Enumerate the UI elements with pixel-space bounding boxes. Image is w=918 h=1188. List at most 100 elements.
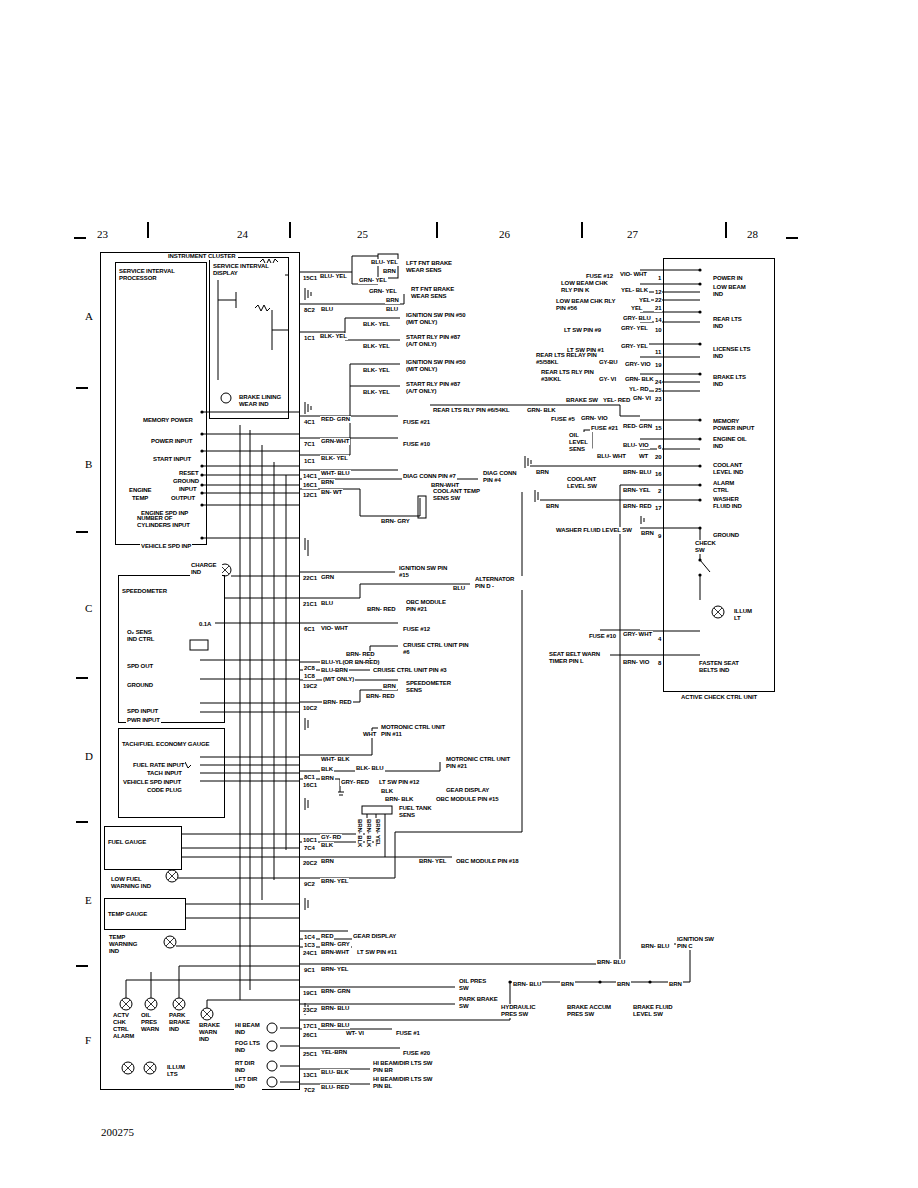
wire-label: BLU- YEL <box>319 273 348 280</box>
label-holder: BRN- YEL <box>320 957 349 975</box>
label-holder: D <box>84 746 94 764</box>
wire-label: WHT- BLU <box>320 470 351 477</box>
box-heading: FUEL GAUGE <box>108 839 146 846</box>
label-holder: BLU- RED <box>320 1075 350 1093</box>
label-holder: 23 <box>96 224 109 242</box>
box-heading: TEMP GAUGE <box>108 911 147 918</box>
label-holder: FASTEN SEAT BELTS IND <box>698 658 744 676</box>
label-holder: GRY- BLU <box>622 306 652 324</box>
wire-label: BRN- BLK <box>365 818 372 848</box>
label-holder: WASHER FLUID LEVEL SW <box>555 518 633 536</box>
label-holder: 20C2 <box>302 851 318 869</box>
wire-label: 15C1 <box>302 275 318 282</box>
wire-label: BRN- RED <box>345 651 376 658</box>
label-holder: 25 <box>356 224 369 242</box>
label-holder: 1 <box>657 266 662 284</box>
wire-label: HI BEAM IND <box>234 1022 262 1036</box>
wire-label: YEL <box>630 305 643 312</box>
label-holder: BRN <box>616 972 631 990</box>
wire-label: ALARM CTRL <box>712 480 744 494</box>
label-holder: GROUND <box>126 673 154 691</box>
gauge-box: FUEL GAUGE <box>104 826 182 870</box>
wire-label: 12C1 <box>302 492 318 499</box>
label-holder: GY-BU <box>598 350 619 368</box>
wire-label: 22C1 <box>302 575 318 582</box>
label-holder: BRAKE WARN IND <box>198 1022 226 1045</box>
label-holder: 25C1 <box>302 1042 318 1060</box>
wire-label: VEHICLE SPD INPUT <box>122 779 182 786</box>
label-holder: 1C1 <box>303 326 316 344</box>
wire-label: 6 <box>657 444 662 451</box>
wire-runs <box>300 256 690 1084</box>
label-holder: GY- VI <box>598 367 617 385</box>
wire-label: 16C1 <box>302 782 318 789</box>
label-holder: YEL- RED <box>602 388 631 406</box>
wire-label: BRN- BLK <box>384 796 414 803</box>
wire-label: GRN <box>320 574 335 581</box>
label-holder: 1C1 <box>303 449 316 467</box>
wire-label: BRN-WHT <box>320 949 350 956</box>
grid-reference: 28 <box>746 228 759 240</box>
label-holder: SPD INPUT <box>126 699 159 717</box>
label-holder: BN- WT <box>320 480 343 498</box>
wire-label: BRN- YEL <box>320 878 349 885</box>
wire-label: GY- VI <box>598 376 617 383</box>
label-holder: 20 <box>654 445 662 463</box>
wire-label: VEHICLE SPD INP <box>140 543 192 550</box>
wire-label: RED- GRN <box>622 423 653 430</box>
label-holder: IGNITION SW PIN #15 <box>398 563 450 581</box>
label-holder: BRN <box>668 972 683 990</box>
label-holder: 15 <box>654 416 662 434</box>
label-holder: VEHICLE SPD INPUT <box>122 770 182 788</box>
label-holder: 16C1 <box>302 473 318 491</box>
wire-label: FUSE #1 <box>395 1030 421 1037</box>
terminal-dots <box>200 268 701 983</box>
wire-label: BRN- YEL <box>374 818 381 847</box>
wire-label: START RLY PIN #87 (A/T ONLY) <box>405 334 473 348</box>
label-holder: 23 <box>654 387 662 405</box>
label-holder: BLK <box>380 779 394 797</box>
label-holder: HI BEAM/DIR LTS SW PIN BR <box>372 1058 440 1076</box>
label-holder: FUSE #21 <box>402 410 431 428</box>
wire-label: REAR LTS RELAY PIN #5/58KL <box>535 352 599 366</box>
wire-label: WHT <box>362 731 377 738</box>
label-holder: COOLANT TEMP SENS SW <box>432 486 486 504</box>
wire-label: BRAKE WARN IND <box>198 1022 226 1043</box>
label-holder: 27 <box>626 224 639 242</box>
label-holder: ILLUM LT <box>733 606 757 624</box>
label-holder: BLU- WHT <box>596 444 627 462</box>
wire-label: ENGINE <box>128 487 152 494</box>
label-holder: OUTPUT <box>170 486 196 504</box>
wire-label: YL- RD <box>628 386 649 393</box>
wire-label: (M/T ONLY) <box>322 676 355 683</box>
label-holder: BLK- BLU <box>355 756 385 774</box>
wire-label: BRN- BLU <box>512 981 542 988</box>
label-holder: 28 <box>746 224 759 242</box>
wire-label: BRN- BLU <box>320 1022 350 1029</box>
wire-label: 23C2 <box>302 1007 318 1014</box>
label-holder: GRN- BLK <box>526 398 557 416</box>
connector-plug <box>362 806 392 814</box>
wire-label: BRN- RED <box>322 699 353 706</box>
wire-label: 7C2 <box>303 1087 316 1094</box>
wire-label: BLU- YEL <box>370 259 399 266</box>
wire-label: HYDRAULIC PRES SW <box>500 1004 548 1018</box>
label-holder: VIO- WHT <box>619 262 648 280</box>
wire-label: POWER IN <box>712 275 744 282</box>
label-holder: GRN- YEL <box>358 268 388 286</box>
label-holder: POWER IN <box>712 266 744 284</box>
wire-label: START INPUT <box>152 456 192 463</box>
wire-label: OIL PRES SW <box>458 978 492 992</box>
wire-label: O₂ SENS IND CTRL <box>126 629 160 643</box>
wire-label: 8 <box>657 660 662 667</box>
label-holder: TEMP WARNING IND <box>108 934 146 957</box>
label-holder: VIO- WHT <box>320 616 349 634</box>
wire-label: CHECK SW <box>694 540 720 554</box>
label-holder: WT <box>638 444 649 462</box>
label-holder: YEL <box>630 296 643 314</box>
grid-ticks <box>74 222 798 966</box>
grid-reference: 23 <box>96 228 109 240</box>
wire-label: 12 <box>654 289 662 296</box>
label-holder: IGNITION SW PIN #50 (M/T ONLY) <box>405 357 473 375</box>
wire-label: OBC MODULE PIN #21 <box>405 599 455 613</box>
